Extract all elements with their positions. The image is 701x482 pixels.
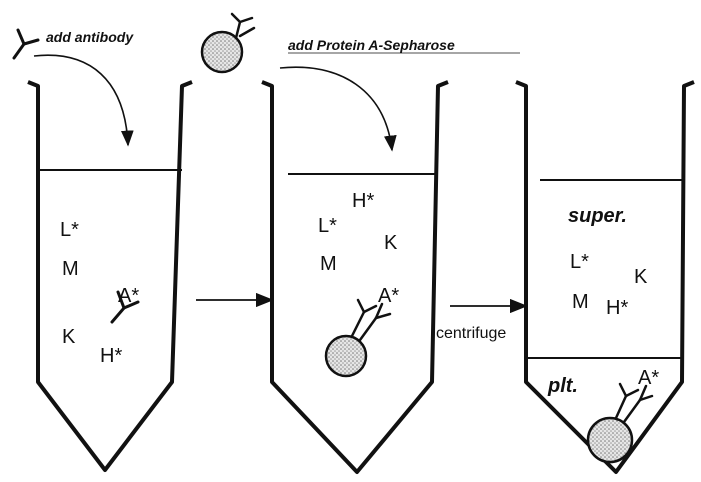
sepharose-bead-icon bbox=[202, 14, 254, 72]
step2-label-M: M bbox=[320, 253, 337, 275]
step3-label-L: L* bbox=[570, 251, 589, 273]
step1-label-H: H* bbox=[100, 345, 122, 367]
add-antibody-arrow bbox=[34, 55, 128, 145]
add-antibody-label: add antibody bbox=[46, 29, 134, 45]
bead-antibody-complex bbox=[326, 300, 390, 376]
step2-label-A: A* bbox=[378, 285, 399, 307]
step1-label-M: M bbox=[62, 258, 79, 280]
step1-label-L: L* bbox=[60, 219, 79, 241]
pellet-bead-complex bbox=[588, 384, 652, 462]
antibody-icon bbox=[14, 30, 38, 58]
step3-group: super. L* K M H* plt. A* bbox=[516, 82, 694, 472]
step1-label-A: A* bbox=[118, 285, 139, 307]
step2-group: add Protein A-Sepharose H* L* K M A* bbox=[202, 14, 520, 472]
step3-label-H: H* bbox=[606, 297, 628, 319]
step3-label-A: A* bbox=[638, 367, 659, 389]
centrifuge-label: centrifuge bbox=[436, 325, 506, 342]
step1-group: add antibody L* M K H* A* bbox=[14, 29, 192, 470]
add-protein-a-label: add Protein A-Sepharose bbox=[288, 37, 455, 53]
step1-label-K: K bbox=[62, 326, 76, 348]
tube-1 bbox=[28, 82, 192, 470]
add-protein-a-arrow bbox=[280, 67, 392, 150]
pellet-label: plt. bbox=[547, 375, 578, 397]
step3-label-K: K bbox=[634, 266, 648, 288]
tube-2 bbox=[262, 82, 448, 472]
step2-label-L: L* bbox=[318, 215, 337, 237]
step2-label-K: K bbox=[384, 232, 398, 254]
step3-label-M: M bbox=[572, 291, 589, 313]
step2-label-H: H* bbox=[352, 190, 374, 212]
tube-3 bbox=[516, 82, 694, 472]
supernatant-label: super. bbox=[568, 205, 627, 227]
